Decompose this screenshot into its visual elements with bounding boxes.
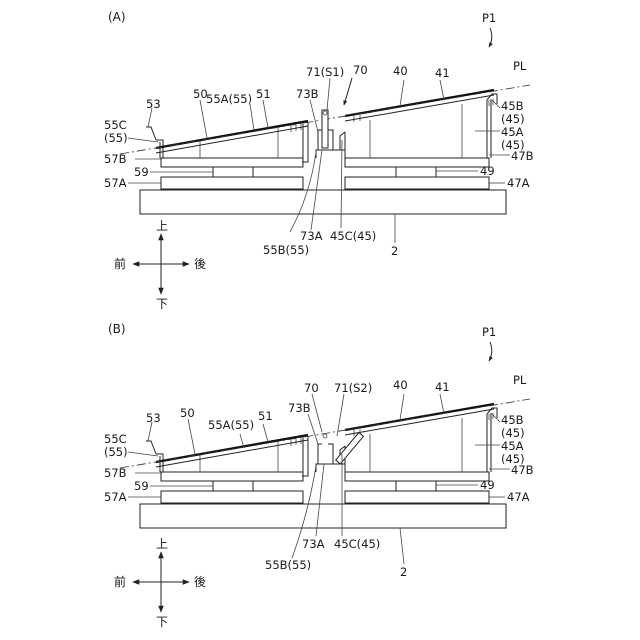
figure-b-label-51: 51 [258, 409, 273, 423]
figure-b-label-45c: 45C(45) [334, 537, 380, 551]
figure-b-label-p1: P1 [482, 325, 496, 339]
figure-a-direction-down: 下 [156, 297, 168, 311]
figure-a-label-pl: PL [513, 59, 527, 73]
figure-b-label-55c-2: (55) [104, 445, 128, 459]
figure-b-label-55a: 55A(55) [208, 418, 254, 432]
figure-b-label-45b-2: (45) [501, 426, 525, 440]
figure-a-label-73a: 73A [300, 229, 323, 243]
figure-a-label-53: 53 [146, 97, 161, 111]
figure-a-label-45b-1: 45B [501, 99, 524, 113]
figure-a-direction-indicator: 上 下 前 後 [114, 219, 206, 311]
figure-b-label-50: 50 [180, 406, 195, 420]
figure-a-label-57a: 57A [104, 176, 127, 190]
figure-a-label-73b: 73B [296, 87, 319, 101]
figure-a-label-55a: 55A(55) [206, 92, 252, 106]
figure-b-label-45b-1: 45B [501, 413, 524, 427]
figure-b-label-73b: 73B [288, 401, 311, 415]
figure-b-direction-back: 後 [194, 575, 206, 589]
figure-b-label-73a: 73A [302, 537, 325, 551]
figure-a-label-70: 70 [353, 63, 368, 77]
figure-b-lever-71 [318, 432, 363, 464]
figure-b-panel-label: (B) [108, 322, 126, 336]
figure-b-label-70: 70 [304, 381, 319, 395]
figure-a-label-51: 51 [256, 87, 271, 101]
figure-b-label-59: 59 [134, 479, 149, 493]
figure-a-label-45a-1: 45A [501, 125, 524, 139]
figure-b-label-47b: 47B [511, 463, 534, 477]
figure-b-direction-up: 上 [156, 537, 168, 551]
figure-b-label-40: 40 [393, 378, 408, 392]
figure-a-label-71: 71(S1) [306, 65, 344, 79]
figure-a-direction-back: 後 [194, 257, 206, 271]
figure-a-lever-71 [318, 110, 333, 150]
figure-b-label-55c-1: 55C [104, 432, 127, 446]
figure-a-direction-front: 前 [114, 256, 126, 271]
figure-a-label-59: 59 [134, 165, 149, 179]
figure-b-label-53: 53 [146, 411, 161, 425]
figure-a-label-p1: P1 [482, 11, 496, 25]
figure-b-direction-down: 下 [156, 615, 168, 629]
figure-a-label-40: 40 [393, 64, 408, 78]
figure-b-direction-indicator: 上 下 前 後 [114, 537, 206, 629]
figure-a-label-55c-2: (55) [104, 131, 128, 145]
figure-a-label-49: 49 [480, 164, 495, 178]
figure-b-label-55b: 55B(55) [265, 558, 311, 572]
figure-a-label-45c: 45C(45) [330, 229, 376, 243]
figure-a-label-41: 41 [435, 66, 450, 80]
figure-a-label-57b: 57B [104, 152, 127, 166]
figure-b-direction-front: 前 [114, 574, 126, 589]
figure-a-label-55b: 55B(55) [263, 243, 309, 257]
figure-a: (A) P1 PL 53 50 55A(55) 51 55C (55) 57B … [104, 10, 534, 311]
figure-b-label-45a-1: 45A [501, 439, 524, 453]
figure-b-label-57b: 57B [104, 466, 127, 480]
figure-a-direction-up: 上 [156, 219, 168, 233]
figure-a-label-47a: 47A [507, 176, 530, 190]
figure-a-label-47b: 47B [511, 149, 534, 163]
figure-b: (B) P1 PL 53 50 55A(55) 51 55C (55) 57B … [104, 322, 534, 629]
figure-b-label-2: 2 [400, 565, 407, 579]
figure-b-label-49: 49 [480, 478, 495, 492]
figure-a-label-2: 2 [391, 244, 398, 258]
figure-a-label-45b-2: (45) [501, 112, 525, 126]
figure-b-label-pl: PL [513, 373, 527, 387]
figure-a-panel-label: (A) [108, 10, 126, 24]
figure-a-structure [120, 85, 530, 214]
figure-b-label-71: 71(S2) [334, 381, 372, 395]
figure-b-label-57a: 57A [104, 490, 127, 504]
figure-b-label-41: 41 [435, 380, 450, 394]
figure-b-label-47a: 47A [507, 490, 530, 504]
figure-a-label-55c-1: 55C [104, 118, 127, 132]
